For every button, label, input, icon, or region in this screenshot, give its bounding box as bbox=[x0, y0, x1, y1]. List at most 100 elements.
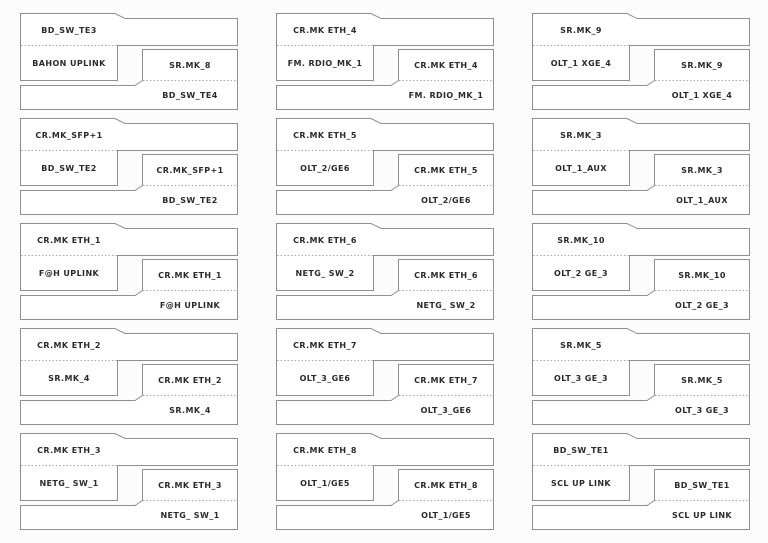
upper-folder-shape bbox=[532, 13, 750, 81]
upper-body-label: OLT_1 XGE_4 bbox=[550, 58, 612, 68]
upper-body-label: OLT_1_AUX bbox=[555, 163, 607, 173]
upper-tab-label: CR.MK ETH_3 bbox=[37, 445, 101, 455]
column-3: SR.MK_9 OLT_1 XGE_4 SR.MK_9 OLT_1 XGE_4 … bbox=[532, 0, 750, 543]
upper-tab-label: CR.MK_SFP+1 bbox=[35, 130, 103, 140]
folder-tab-shapes bbox=[532, 328, 750, 425]
lower-folder-shape bbox=[20, 469, 238, 530]
upper-folder-shape bbox=[276, 328, 494, 396]
upper-tab-label: CR.MK ETH_5 bbox=[293, 130, 357, 140]
lower-folder-shape bbox=[532, 259, 750, 320]
upper-tab-label: CR.MK ETH_7 bbox=[293, 340, 357, 350]
lower-folder-shape bbox=[20, 154, 238, 215]
lower-tab-label: SR.MK_3 bbox=[681, 165, 723, 175]
link-group: CR.MK ETH_7 OLT_3_GE6 CR.MK ETH_7 OLT_3_… bbox=[276, 328, 494, 426]
lower-tab-label: CR.MK ETH_7 bbox=[414, 375, 478, 385]
folder-tab-shapes bbox=[532, 433, 750, 530]
column-1: BD_SW_TE3 BAHON UPLINK SR.MK_8 BD_SW_TE4… bbox=[20, 0, 238, 543]
upper-body-label: BAHON UPLINK bbox=[32, 58, 106, 68]
folder-tab-shapes bbox=[276, 223, 494, 320]
lower-folder-shape bbox=[532, 364, 750, 425]
upper-tab-label: BD_SW_TE1 bbox=[553, 445, 609, 455]
link-group: SR.MK_9 OLT_1 XGE_4 SR.MK_9 OLT_1 XGE_4 bbox=[532, 13, 750, 111]
lower-body-label: OLT_3 GE_3 bbox=[675, 405, 729, 415]
upper-tab-label: CR.MK ETH_6 bbox=[293, 235, 357, 245]
upper-folder-shape bbox=[20, 328, 238, 396]
upper-tab-label: CR.MK ETH_2 bbox=[37, 340, 101, 350]
upper-folder-shape bbox=[532, 223, 750, 291]
lower-body-label: NETG_ SW_1 bbox=[160, 510, 220, 520]
lower-body-label: OLT_1/GE5 bbox=[421, 510, 471, 520]
upper-tab-label: CR.MK ETH_1 bbox=[37, 235, 101, 245]
upper-body-label: SR.MK_4 bbox=[48, 373, 90, 383]
folder-tab-shapes bbox=[20, 223, 238, 320]
folder-tab-shapes bbox=[532, 13, 750, 110]
link-group: CR.MK ETH_1 F@H UPLINK CR.MK ETH_1 F@H U… bbox=[20, 223, 238, 321]
folder-tab-shapes bbox=[532, 118, 750, 215]
link-group: CR.MK_SFP+1 BD_SW_TE2 CR.MK_SFP+1 BD_SW_… bbox=[20, 118, 238, 216]
upper-folder-shape bbox=[532, 328, 750, 396]
lower-body-label: OLT_2 GE_3 bbox=[675, 300, 729, 310]
lower-tab-label: CR.MK ETH_8 bbox=[414, 480, 478, 490]
lower-folder-shape bbox=[532, 469, 750, 530]
upper-body-label: OLT_1/GE5 bbox=[300, 478, 350, 488]
lower-folder-shape bbox=[276, 154, 494, 215]
lower-body-label: BD_SW_TE2 bbox=[162, 195, 218, 205]
lower-folder-shape bbox=[276, 49, 494, 110]
link-group: CR.MK ETH_3 NETG_ SW_1 CR.MK ETH_3 NETG_… bbox=[20, 433, 238, 531]
folder-tab-shapes bbox=[20, 13, 238, 110]
lower-body-label: OLT_1_AUX bbox=[676, 195, 728, 205]
upper-body-label: OLT_2 GE_3 bbox=[554, 268, 608, 278]
lower-tab-label: CR.MK ETH_2 bbox=[158, 375, 222, 385]
folder-tab-shapes bbox=[20, 433, 238, 530]
upper-folder-shape bbox=[532, 118, 750, 186]
upper-tab-label: SR.MK_10 bbox=[557, 235, 605, 245]
upper-folder-shape bbox=[20, 118, 238, 186]
lower-folder-shape bbox=[20, 364, 238, 425]
lower-tab-label: CR.MK_SFP+1 bbox=[156, 165, 224, 175]
link-group: SR.MK_5 OLT_3 GE_3 SR.MK_5 OLT_3 GE_3 bbox=[532, 328, 750, 426]
lower-body-label: F@H UPLINK bbox=[159, 300, 221, 310]
lower-body-label: SR.MK_4 bbox=[169, 405, 211, 415]
upper-folder-shape bbox=[276, 223, 494, 291]
link-group: CR.MK ETH_4 FM. RDIO_MK_1 CR.MK ETH_4 FM… bbox=[276, 13, 494, 111]
lower-folder-shape bbox=[532, 49, 750, 110]
link-group: BD_SW_TE3 BAHON UPLINK SR.MK_8 BD_SW_TE4 bbox=[20, 13, 238, 111]
lower-folder-shape bbox=[20, 49, 238, 110]
upper-body-label: F@H UPLINK bbox=[38, 268, 100, 278]
upper-tab-label: SR.MK_3 bbox=[560, 130, 602, 140]
lower-tab-label: CR.MK ETH_4 bbox=[414, 60, 478, 70]
upper-body-label: NETG_ SW_1 bbox=[39, 478, 99, 488]
lower-folder-shape bbox=[276, 469, 494, 530]
lower-tab-label: CR.MK ETH_5 bbox=[414, 165, 478, 175]
lower-folder-shape bbox=[20, 259, 238, 320]
lower-tab-label: SR.MK_9 bbox=[681, 60, 723, 70]
upper-body-label: OLT_3_GE6 bbox=[299, 373, 351, 383]
upper-body-label: OLT_3 GE_3 bbox=[554, 373, 608, 383]
folder-tab-shapes bbox=[276, 118, 494, 215]
upper-folder-shape bbox=[276, 118, 494, 186]
upper-body-label: OLT_2/GE6 bbox=[300, 163, 350, 173]
upper-folder-shape bbox=[276, 13, 494, 81]
link-group: CR.MK ETH_6 NETG_ SW_2 CR.MK ETH_6 NETG_… bbox=[276, 223, 494, 321]
lower-body-label: OLT_3_GE6 bbox=[420, 405, 472, 415]
upper-body-label: BD_SW_TE2 bbox=[41, 163, 97, 173]
upper-body-label: FM. RDIO_MK_1 bbox=[287, 58, 363, 68]
upper-tab-label: CR.MK ETH_4 bbox=[293, 25, 357, 35]
upper-tab-label: SR.MK_5 bbox=[560, 340, 602, 350]
link-group: BD_SW_TE1 SCL UP LINK BD_SW_TE1 SCL UP L… bbox=[532, 433, 750, 531]
lower-tab-label: SR.MK_8 bbox=[169, 60, 211, 70]
link-group: CR.MK ETH_2 SR.MK_4 CR.MK ETH_2 SR.MK_4 bbox=[20, 328, 238, 426]
lower-tab-label: SR.MK_10 bbox=[678, 270, 726, 280]
folder-tab-shapes bbox=[20, 118, 238, 215]
upper-tab-label: BD_SW_TE3 bbox=[41, 25, 97, 35]
lower-body-label: FM. RDIO_MK_1 bbox=[408, 90, 484, 100]
lower-tab-label: CR.MK ETH_3 bbox=[158, 480, 222, 490]
upper-folder-shape bbox=[20, 223, 238, 291]
folder-tab-shapes bbox=[276, 328, 494, 425]
folder-tab-shapes bbox=[276, 13, 494, 110]
upper-body-label: NETG_ SW_2 bbox=[295, 268, 355, 278]
lower-tab-label: SR.MK_5 bbox=[681, 375, 723, 385]
lower-body-label: SCL UP LINK bbox=[671, 510, 733, 520]
upper-folder-shape bbox=[20, 433, 238, 501]
